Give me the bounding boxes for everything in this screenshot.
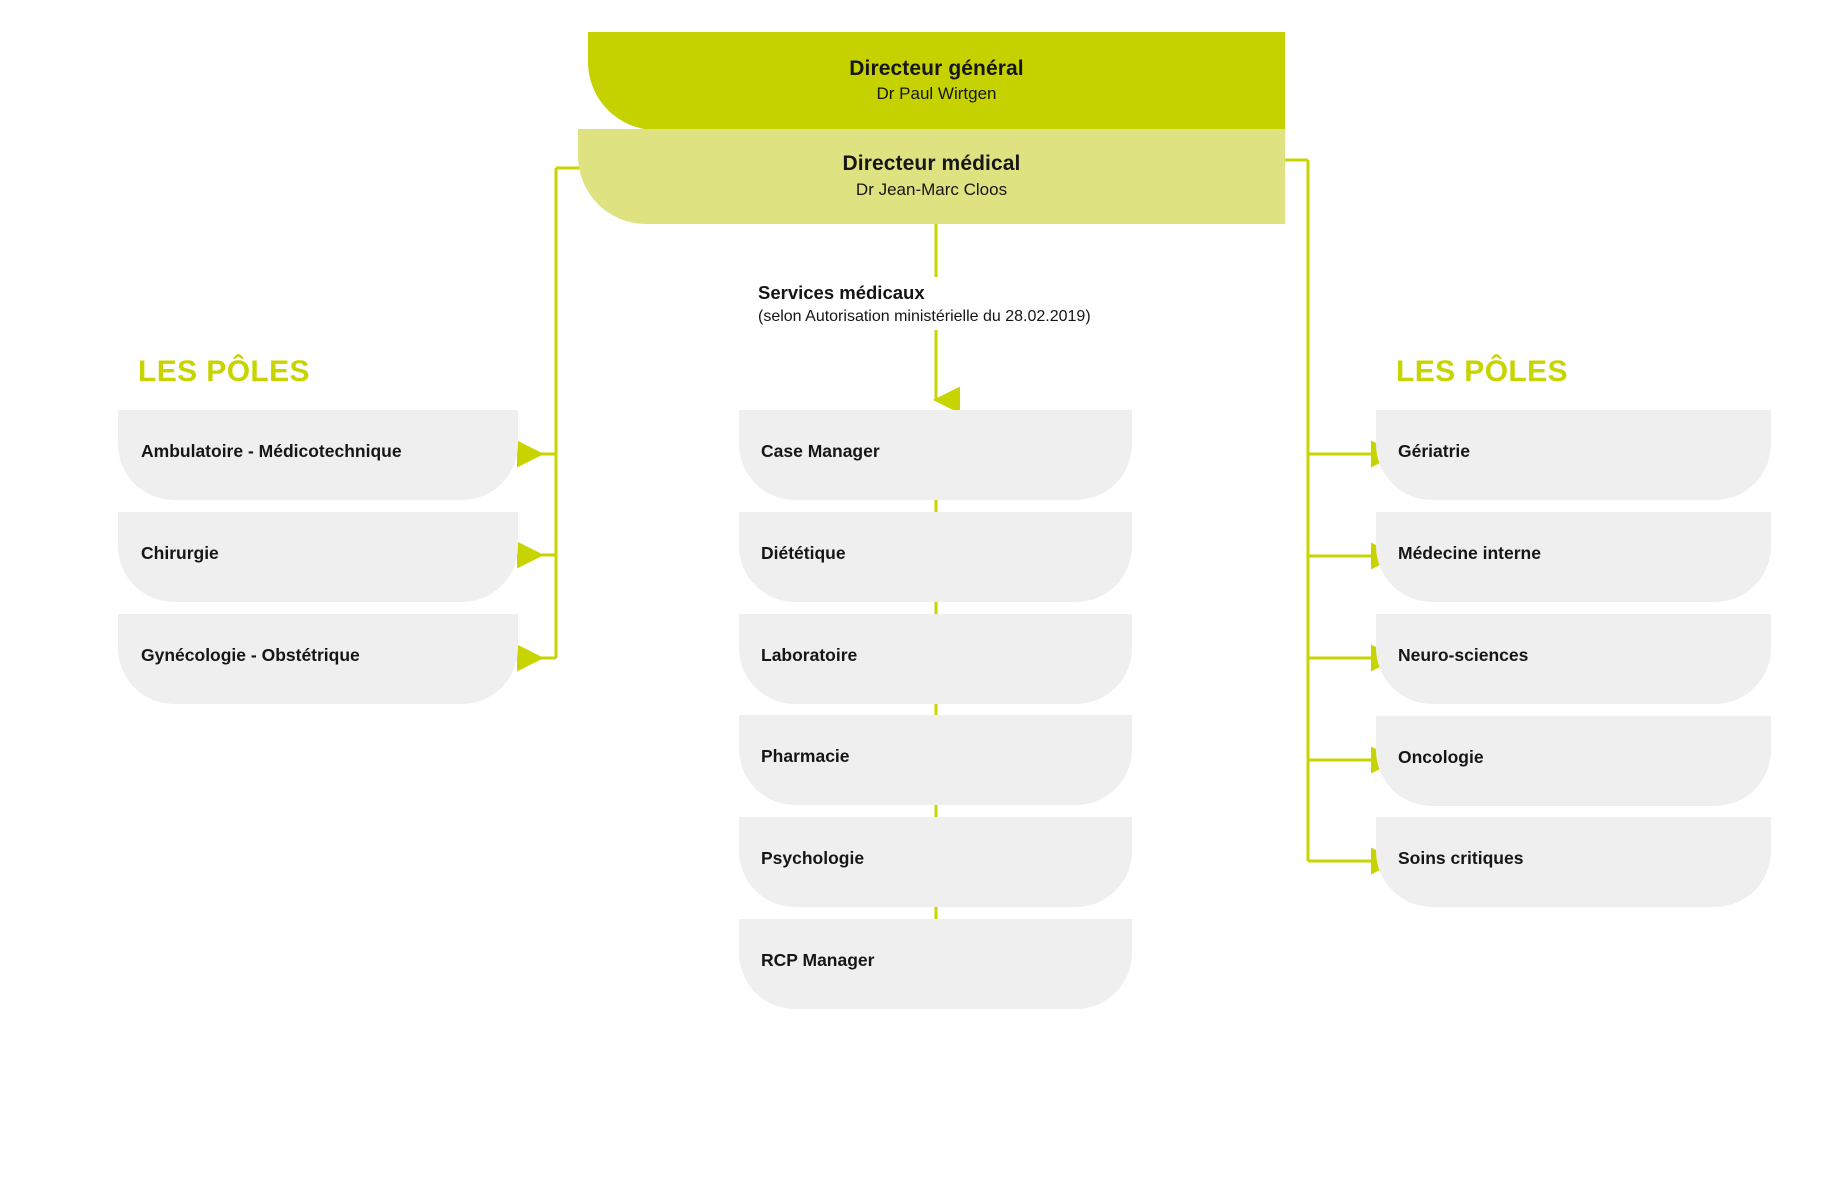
node-label: Oncologie: [1398, 747, 1484, 767]
node-label: Chirurgie: [141, 543, 219, 563]
node-label: Gériatrie: [1398, 441, 1470, 461]
les-poles-heading-left: LES PÔLES: [138, 355, 310, 388]
executive-box-directeur-medical: Directeur médical Dr Jean-Marc Cloos: [578, 129, 1285, 224]
node-label: Gynécologie - Obstétrique: [141, 645, 360, 665]
node-label: Psychologie: [761, 848, 865, 868]
service-node-dietetique[interactable]: Diététique: [739, 512, 1132, 602]
node-label: Ambulatoire - Médicotechnique: [141, 441, 402, 461]
les-poles-heading-right: LES PÔLES: [1396, 355, 1568, 388]
executive-title: Directeur médical: [842, 152, 1021, 176]
services-caption-subtitle: (selon Autorisation ministérielle du 28.…: [758, 308, 1091, 326]
pole-node-chirurgie[interactable]: Chirurgie: [118, 512, 518, 602]
node-label: RCP Manager: [761, 950, 875, 970]
executive-title: Directeur général: [849, 56, 1024, 80]
executive-name: Dr Paul Wirtgen: [876, 84, 997, 104]
node-label: Médecine interne: [1398, 543, 1541, 563]
pole-node-soins-critiques[interactable]: Soins critiques: [1376, 817, 1771, 907]
node-label: Laboratoire: [761, 645, 858, 665]
service-node-laboratoire[interactable]: Laboratoire: [739, 614, 1132, 704]
node-label: Pharmacie: [761, 746, 850, 766]
pole-node-ambulatoire[interactable]: Ambulatoire - Médicotechnique: [118, 410, 518, 500]
service-node-case-manager[interactable]: Case Manager: [739, 410, 1132, 500]
executive-name: Dr Jean-Marc Cloos: [855, 179, 1008, 199]
services-medicaux-caption: Services médicaux (selon Autorisation mi…: [758, 281, 1188, 328]
pole-node-gynecologie[interactable]: Gynécologie - Obstétrique: [118, 614, 518, 704]
node-label: Diététique: [761, 543, 846, 563]
service-node-pharmacie[interactable]: Pharmacie: [739, 715, 1132, 805]
service-node-psychologie[interactable]: Psychologie: [739, 817, 1132, 907]
pole-node-oncologie[interactable]: Oncologie: [1376, 716, 1771, 806]
node-label: Neuro-sciences: [1398, 645, 1529, 665]
node-label: Case Manager: [761, 441, 880, 461]
pole-node-medecine-interne[interactable]: Médecine interne: [1376, 512, 1771, 602]
pole-node-neuro-sciences[interactable]: Neuro-sciences: [1376, 614, 1771, 704]
executive-box-directeur-general: Directeur général Dr Paul Wirtgen: [588, 32, 1285, 130]
service-node-rcp-manager[interactable]: RCP Manager: [739, 919, 1132, 1009]
pole-node-geriatrie[interactable]: Gériatrie: [1376, 410, 1771, 500]
services-caption-title: Services médicaux: [758, 282, 925, 303]
node-label: Soins critiques: [1398, 848, 1524, 868]
